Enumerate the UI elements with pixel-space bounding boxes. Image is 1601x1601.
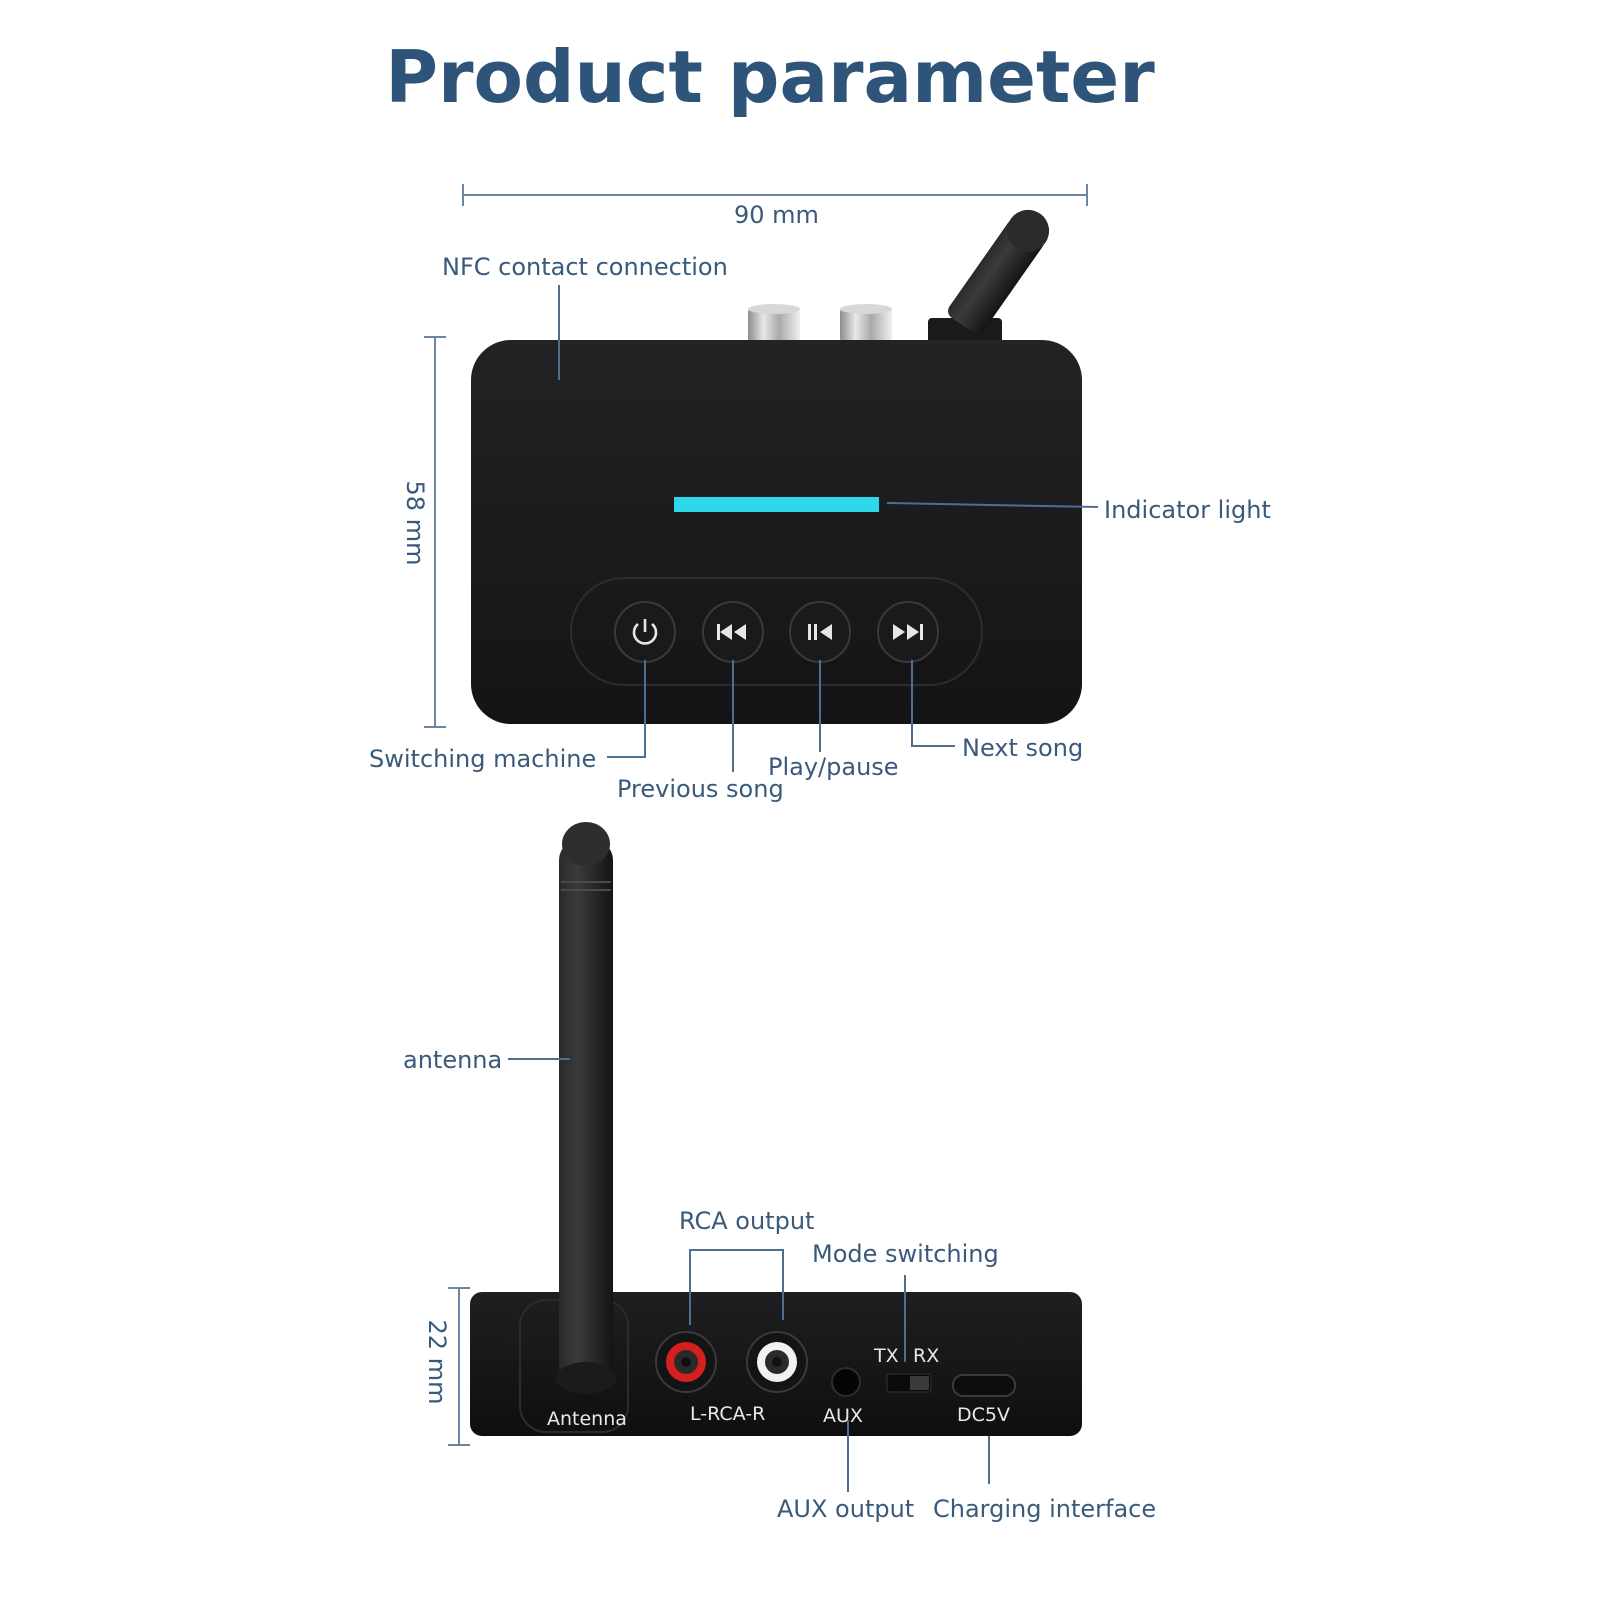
rca-port-marking: L-RCA-R	[690, 1403, 766, 1425]
mode-switching-label: Mode switching	[812, 1240, 999, 1268]
side-antenna	[556, 822, 616, 1394]
dc-port-marking: DC5V	[957, 1404, 1010, 1426]
rx-marking: RX	[913, 1345, 940, 1367]
button-strip	[570, 577, 983, 686]
depth-dimension-label: 22 mm	[423, 1319, 451, 1405]
top-antenna	[928, 209, 1050, 346]
aux-output-label: AUX output	[777, 1495, 915, 1523]
aux-jack	[831, 1367, 861, 1397]
page-title: Product parameter	[385, 35, 1155, 119]
switching-machine-label: Switching machine	[369, 745, 597, 773]
next-song-label: Next song	[962, 734, 1084, 762]
indicator-light-label: Indicator light	[1104, 496, 1271, 524]
previous-track-icon[interactable]	[715, 622, 751, 642]
rca-port-right	[746, 1331, 808, 1393]
play-pause-icon[interactable]	[806, 622, 836, 642]
nfc-label: NFC contact connection	[442, 253, 728, 281]
tx-marking: TX	[874, 1345, 899, 1367]
antenna-port-marking: Antenna	[547, 1408, 627, 1430]
previous-song-label: Previous song	[617, 775, 784, 803]
indicator-light-bar	[674, 497, 879, 512]
rca-output-label: RCA output	[679, 1207, 815, 1235]
height-dimension-line	[424, 336, 446, 728]
rca-port-left	[655, 1331, 717, 1393]
power-icon[interactable]	[627, 614, 663, 650]
depth-dimension-line	[448, 1287, 470, 1446]
aux-port-marking: AUX	[823, 1405, 863, 1427]
height-dimension-label: 58 mm	[401, 480, 429, 566]
play-pause-label: Play/pause	[768, 753, 899, 781]
charging-interface-label: Charging interface	[933, 1495, 1157, 1523]
antenna-label: antenna	[403, 1046, 503, 1074]
leader-lines	[508, 285, 1099, 1492]
top-rca-jacks	[748, 304, 892, 343]
width-dimension-line	[462, 184, 1088, 206]
usb-c-port	[952, 1374, 1016, 1397]
width-dimension-label: 90 mm	[734, 201, 819, 229]
top-device-body	[471, 340, 1082, 724]
next-track-icon[interactable]	[890, 622, 926, 642]
